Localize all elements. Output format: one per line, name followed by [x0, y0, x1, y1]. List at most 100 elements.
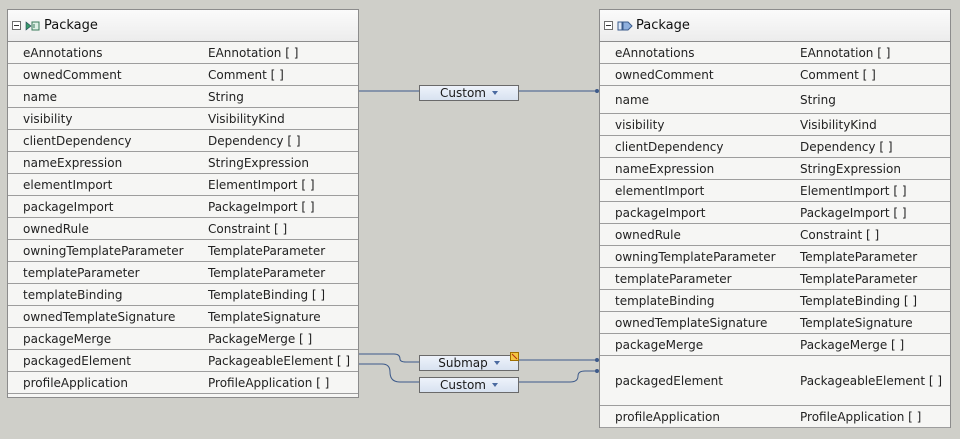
target-panel-header: Package	[600, 10, 950, 42]
property-name: ownedTemplateSignature	[615, 315, 768, 330]
property-type: StringExpression	[800, 161, 901, 176]
property-type: Dependency [ ]	[800, 139, 893, 154]
source-panel-header: Package	[8, 10, 358, 42]
property-name: templateBinding	[23, 287, 123, 302]
property-type: Constraint [ ]	[800, 227, 880, 242]
property-name: elementImport	[615, 183, 705, 198]
property-type: ElementImport [ ]	[208, 177, 315, 192]
property-type: PackageableElement [ ]	[208, 353, 351, 368]
property-name: clientDependency	[23, 133, 132, 148]
warning-icon	[510, 352, 519, 361]
property-name: ownedTemplateSignature	[23, 309, 176, 324]
property-row[interactable]: eAnnotations EAnnotation [ ]	[600, 42, 950, 64]
custom-mapping-button-profile[interactable]: Custom	[419, 377, 519, 393]
property-type: TemplateBinding [ ]	[800, 293, 918, 308]
property-row[interactable]: profileApplication ProfileApplication [ ]	[600, 406, 950, 428]
property-row[interactable]: ownedRule Constraint [ ]	[8, 218, 358, 240]
property-type: ElementImport [ ]	[800, 183, 907, 198]
property-type: TemplateBinding [ ]	[208, 287, 326, 302]
property-type: VisibilityKind	[208, 111, 285, 126]
property-name: profileApplication	[615, 409, 720, 424]
property-name: ownedRule	[615, 227, 681, 242]
property-name: templateParameter	[23, 265, 140, 280]
property-type: Constraint [ ]	[208, 221, 288, 236]
property-name: templateBinding	[615, 293, 715, 308]
property-row[interactable]: nameExpression StringExpression	[8, 152, 358, 174]
custom-mapping-label: Custom	[440, 86, 486, 100]
property-type: String	[800, 92, 836, 107]
property-row[interactable]: elementImport ElementImport [ ]	[600, 180, 950, 202]
property-name: eAnnotations	[615, 45, 695, 60]
property-row[interactable]: clientDependency Dependency [ ]	[600, 136, 950, 158]
submap-label: Submap	[438, 356, 488, 370]
property-type: EAnnotation [ ]	[208, 45, 299, 60]
property-name: ownedComment	[615, 67, 714, 82]
property-name: profileApplication	[23, 375, 128, 390]
property-name: ownedComment	[23, 67, 122, 82]
property-row[interactable]: templateBinding TemplateBinding [ ]	[8, 284, 358, 306]
chevron-down-icon[interactable]	[493, 361, 500, 365]
property-row[interactable]: templateBinding TemplateBinding [ ]	[600, 290, 950, 312]
collapse-box-icon[interactable]	[12, 21, 21, 30]
property-type: EAnnotation [ ]	[800, 45, 891, 60]
property-name: nameExpression	[23, 155, 123, 170]
property-type: ProfileApplication [ ]	[800, 409, 922, 424]
property-name: ownedRule	[23, 221, 89, 236]
property-type: TemplateParameter	[800, 249, 918, 264]
source-panel-title: Package	[44, 18, 98, 33]
property-name: elementImport	[23, 177, 113, 192]
connector-custom2-left	[359, 363, 419, 383]
property-type: ProfileApplication [ ]	[208, 375, 330, 390]
target-package-panel: Package eAnnotations EAnnotation [ ] owned…	[599, 9, 951, 428]
property-name: owningTemplateParameter	[615, 249, 776, 264]
property-row[interactable]: templateParameter TemplateParameter	[8, 262, 358, 284]
property-row[interactable]: owningTemplateParameter TemplateParameter	[8, 240, 358, 262]
property-type: VisibilityKind	[800, 117, 877, 132]
chevron-down-icon[interactable]	[491, 383, 498, 387]
property-name: packageImport	[615, 205, 706, 220]
property-type: TemplateParameter	[800, 271, 918, 286]
property-row[interactable]: ownedRule Constraint [ ]	[600, 224, 950, 246]
property-name: packagedElement	[23, 353, 131, 368]
collapse-box-icon[interactable]	[604, 21, 613, 30]
property-type: PackageMerge [ ]	[800, 337, 905, 352]
property-name: name	[615, 92, 650, 107]
property-name: packagedElement	[615, 373, 723, 388]
property-row[interactable]: eAnnotations EAnnotation [ ]	[8, 42, 358, 64]
property-row[interactable]: owningTemplateParameter TemplateParameter	[600, 246, 950, 268]
property-name: clientDependency	[615, 139, 724, 154]
chevron-down-icon[interactable]	[491, 91, 498, 95]
property-name: name	[23, 89, 58, 104]
source-package-panel: Package eAnnotations EAnnotation [ ] owned…	[7, 9, 359, 398]
target-class-icon	[617, 20, 633, 32]
property-row[interactable]: elementImport ElementImport [ ]	[8, 174, 358, 196]
property-row[interactable]: profileApplication ProfileApplication [ ]	[8, 372, 358, 394]
property-type: TemplateParameter	[208, 265, 326, 280]
property-row[interactable]: packagedElement PackageableElement [ ]	[8, 350, 358, 372]
property-name: eAnnotations	[23, 45, 103, 60]
source-class-icon	[25, 20, 41, 32]
property-type: TemplateParameter	[208, 243, 326, 258]
property-type: StringExpression	[208, 155, 309, 170]
property-name: owningTemplateParameter	[23, 243, 184, 258]
property-type: PackageImport [ ]	[800, 205, 907, 220]
submap-button-packaged-element[interactable]: Submap	[419, 352, 519, 371]
custom-mapping-button-name[interactable]: Custom	[419, 85, 519, 101]
property-row[interactable]: name String	[600, 86, 950, 114]
property-row[interactable]: packageImport PackageImport [ ]	[600, 202, 950, 224]
